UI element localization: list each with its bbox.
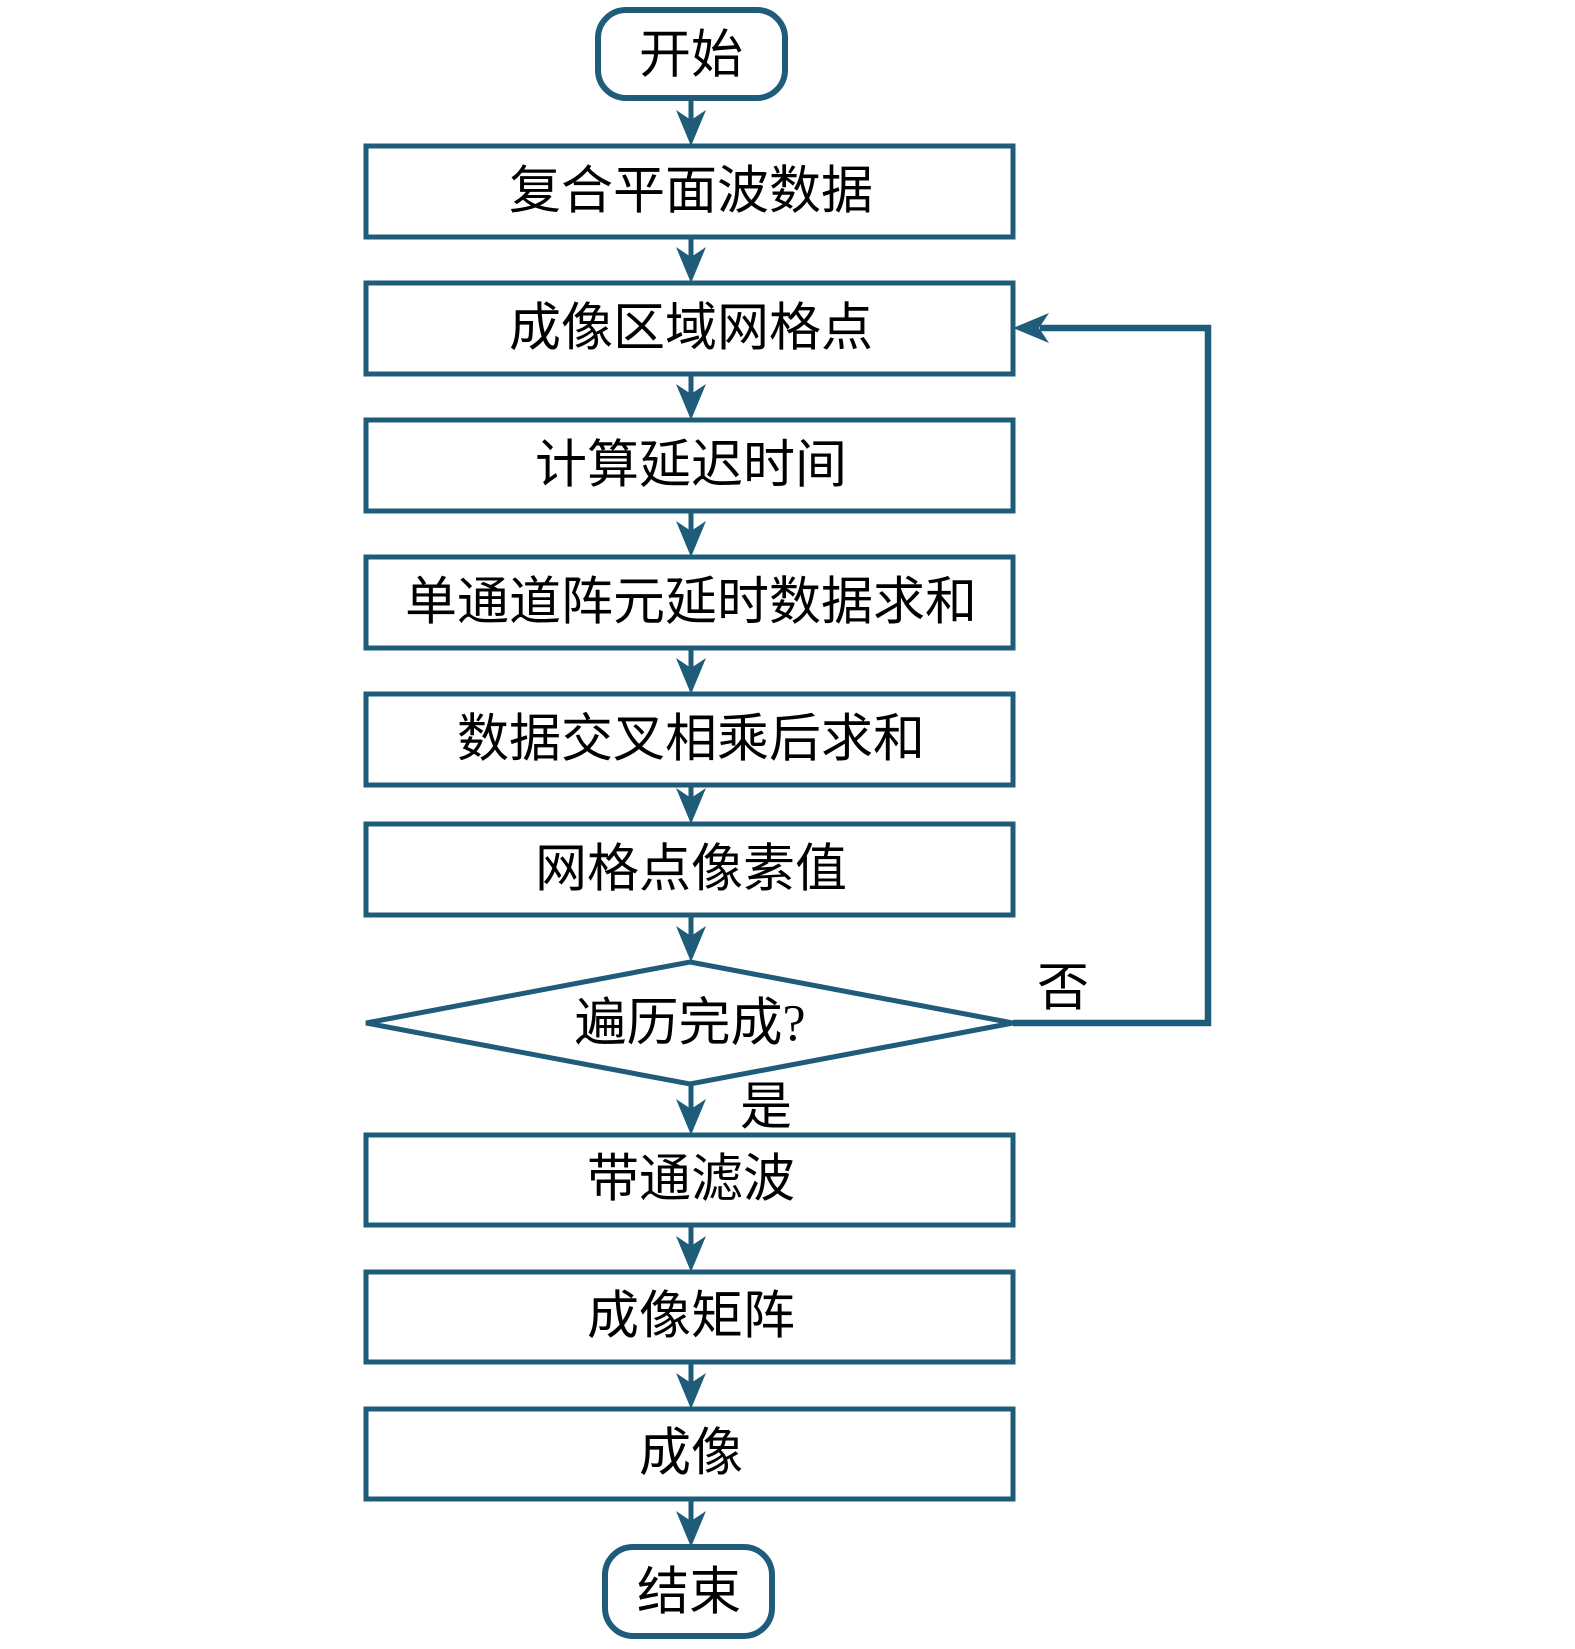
node-label-cross-multiply-sum: 数据交叉相乘后求和: [457, 712, 925, 769]
composite-plane-wave-shape: [363, 143, 1016, 240]
edge-singlechannel-to-crossmultiply: [676, 648, 706, 694]
edge-label-no: 否: [1037, 961, 1089, 1018]
imaging-grid-points-shape: [363, 280, 1016, 377]
node-label-start: 开始: [639, 28, 743, 85]
cross-multiply-sum-shape: [363, 691, 1016, 788]
edge-bandpass-to-matrix: [676, 1225, 706, 1272]
node-traversal-complete: 遍历完成?: [365, 959, 1014, 1087]
node-start: 开始: [595, 7, 788, 101]
node-label-traversal-complete: 遍历完成?: [574, 996, 805, 1053]
edge-decision-no-feedback: 否: [1013, 313, 1212, 1027]
node-composite-plane-wave: 复合平面波数据: [363, 143, 1016, 240]
edge-delay-to-singlechannel: [676, 511, 706, 557]
edge-composite-to-grid: [676, 237, 706, 283]
node-label-imaging: 成像: [639, 1426, 743, 1483]
node-label-calc-delay-time: 计算延迟时间: [535, 438, 847, 495]
arrowhead-down-icon: [676, 384, 706, 420]
node-imaging-matrix: 成像矩阵: [363, 1269, 1016, 1365]
edge-decision-yes: 是: [676, 1080, 792, 1137]
arrowhead-down-icon: [676, 1236, 706, 1272]
node-imaging: 成像: [363, 1406, 1016, 1502]
node-end: 结束: [602, 1544, 775, 1639]
node-imaging-grid-points: 成像区域网格点: [363, 280, 1016, 377]
edge-start-to-composite: [676, 98, 706, 146]
single-channel-sum-shape: [363, 554, 1016, 651]
node-bandpass-filter: 带通滤波: [363, 1132, 1016, 1228]
arrowhead-down-icon: [676, 926, 706, 962]
edge-label-yes: 是: [740, 1080, 792, 1137]
node-label-composite-plane-wave: 复合平面波数据: [509, 164, 873, 221]
arrowhead-down-icon: [676, 658, 706, 694]
arrowhead-down-icon: [676, 521, 706, 557]
node-label-imaging-grid-points: 成像区域网格点: [509, 301, 873, 358]
end-terminator-shape: [602, 1544, 775, 1639]
edge-pixelvalue-to-decision: [676, 915, 706, 962]
arrowhead-down-icon: [676, 1511, 706, 1547]
node-label-grid-pixel-value: 网格点像素值: [535, 842, 847, 899]
node-label-imaging-matrix: 成像矩阵: [587, 1289, 795, 1346]
edge-grid-to-delay: [676, 374, 706, 420]
edge-matrix-to-imaging: [676, 1362, 706, 1409]
arrowhead-left-icon: [1013, 313, 1049, 343]
arrowhead-down-icon: [676, 1099, 706, 1135]
node-label-end: 结束: [637, 1565, 741, 1622]
imaging-matrix-shape: [363, 1269, 1016, 1365]
arrowhead-down-icon: [676, 247, 706, 283]
node-label-single-channel-sum: 单通道阵元延时数据求和: [405, 575, 977, 632]
node-grid-pixel-value: 网格点像素值: [363, 821, 1016, 918]
edge-crossmultiply-to-pixelvalue: [676, 785, 706, 824]
node-cross-multiply-sum: 数据交叉相乘后求和: [363, 691, 1016, 788]
edge-imaging-to-end: [676, 1499, 706, 1547]
arrowhead-down-icon: [676, 1373, 706, 1409]
arrowhead-down-icon: [676, 788, 706, 824]
node-single-channel-sum: 单通道阵元延时数据求和: [363, 554, 1016, 651]
node-label-bandpass-filter: 带通滤波: [587, 1152, 795, 1209]
node-calc-delay-time: 计算延迟时间: [363, 417, 1016, 514]
arrowhead-down-icon: [676, 110, 706, 146]
